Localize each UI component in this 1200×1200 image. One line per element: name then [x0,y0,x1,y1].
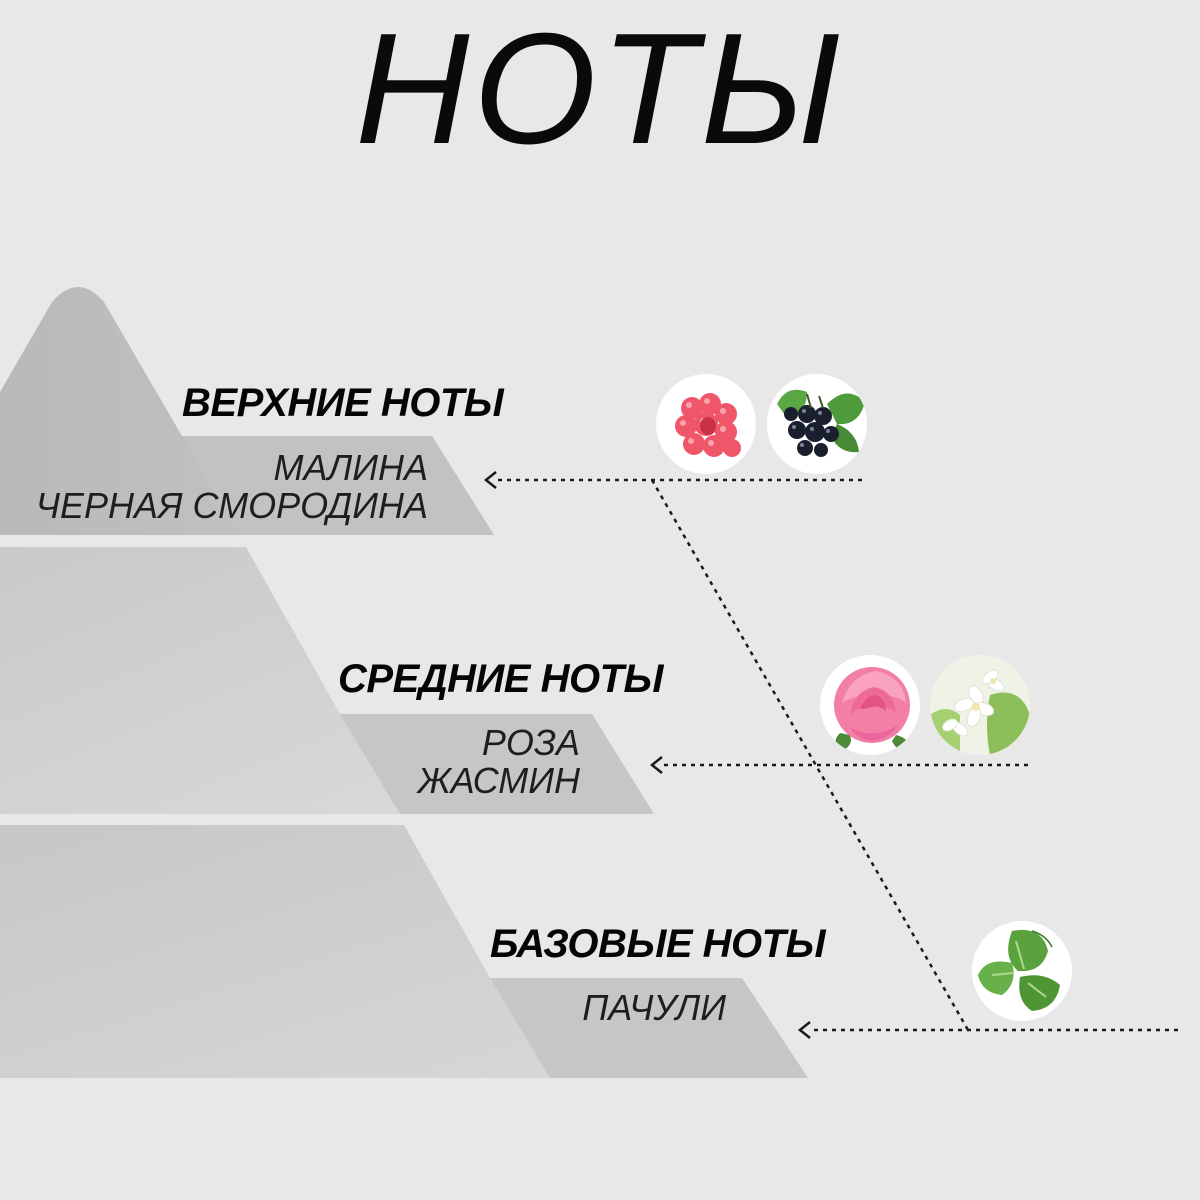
note-list-top: МАЛИНА ЧЕРНАЯ СМОРОДИНА [36,449,428,525]
pyramid-tier-middle-band [340,714,654,814]
note-item: ЖАСМИН [417,760,580,801]
patchouli-leaf-icon [972,921,1072,1021]
pyramid-tier-top-band [182,436,494,535]
tier-heading-middle: СРЕДНИЕ НОТЫ [338,657,664,701]
note-item: МАЛИНА [273,447,428,488]
note-item: ПАЧУЛИ [582,987,726,1028]
rose-icon [820,655,920,755]
note-item: ЧЕРНАЯ СМОРОДИНА [35,485,428,526]
pyramid-tier-bottom-band [490,978,808,1078]
blackcurrant-icon [767,374,867,474]
note-list-base: ПАЧУЛИ [582,989,726,1027]
connector-lines [498,478,1182,1032]
tier-heading-top: ВЕРХНИЕ НОТЫ [182,381,504,425]
connector-arrowheads [483,471,811,1039]
note-item: РОЗА [481,722,580,763]
page-title: НОТЫ [355,1,845,177]
jasmine-icon [930,655,1030,755]
note-list-middle: РОЗА ЖАСМИН [418,724,580,800]
tier-heading-base: БАЗОВЫЕ НОТЫ [490,922,826,966]
raspberry-icon [656,374,756,474]
